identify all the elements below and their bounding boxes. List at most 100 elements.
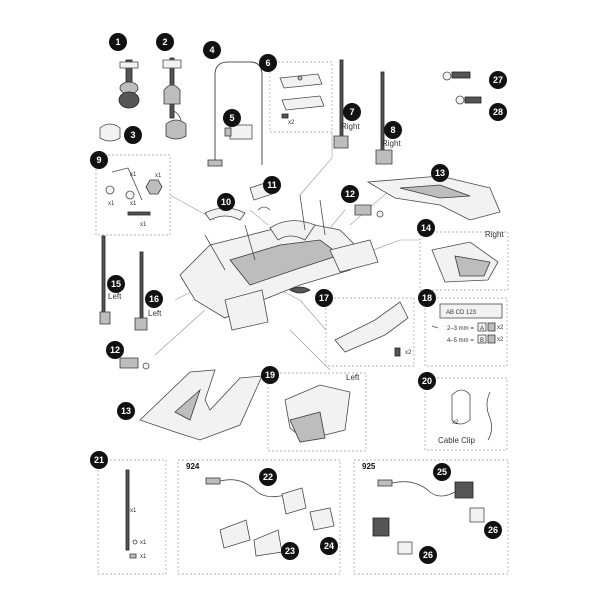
label-left-16: Left [148,309,162,318]
part-25-cable-925 [377,479,456,497]
callout-19 [261,366,279,384]
callout-11-label: 11 [267,180,277,190]
callout-5 [223,109,241,127]
kit-box-925 [353,459,509,575]
callout-12-label: 12 [345,189,355,199]
plate-text: AB CD 123 [446,310,477,316]
part-7-rod-right [333,59,349,149]
callout-26-label: 26 [488,525,498,535]
callout-13-label: 13 [435,168,445,178]
qty-21b: x1 [140,540,147,546]
callout-25-label: 25 [437,467,447,477]
plate-row-1: 2–3 mm = [447,326,474,332]
part-16-rod-left [134,251,148,331]
plate-row-2: 4–5 mm = [447,338,474,344]
callout-26 [419,546,437,564]
part-6-hardware [279,73,325,119]
callout-21-label: 21 [94,455,104,465]
callout-2 [156,33,174,51]
kit-box-6 [269,61,333,133]
callout-13-label: 13 [121,406,131,416]
kit-box-18 [424,297,508,367]
label-set-924: 924 [186,462,200,471]
callout-14 [417,219,435,237]
part-18-plate-kit [431,303,503,344]
part-27-keys [442,71,482,105]
part-4-frame [207,61,263,167]
label-left-19: Left [346,373,360,382]
callout-16-label: 16 [149,294,159,304]
kit-box-19 [267,372,367,452]
qty-9c: x1 [108,201,115,207]
kit-box-14 [419,231,509,291]
label-left-15: Left [108,292,122,301]
callout-11 [263,176,281,194]
part-12-clamp-upper [354,204,384,218]
callout-19-label: 19 [265,370,275,380]
qty-21a: x1 [130,508,137,514]
callout-23 [281,542,299,560]
kit-box-17 [325,297,415,367]
callout-21 [90,451,108,469]
callout-3 [124,126,142,144]
kit-box-21 [97,459,167,575]
callout-5-label: 5 [229,113,234,123]
callout-12 [106,341,124,359]
part-15-rod-left [99,235,111,325]
callout-18-label: 18 [422,293,432,303]
callout-26-label: 26 [423,550,433,560]
qty-20: x2 [452,420,459,426]
callout-7-label: 7 [349,107,354,117]
kit-box-924 [177,459,341,575]
label-set-925: 925 [362,462,376,471]
callout-15-label: 15 [111,279,121,289]
parts-924-housings [219,487,335,557]
part-13-wheel-tray-lower [139,369,263,441]
qty-18b: x2 [497,337,504,343]
callout-4-label: 4 [209,45,214,55]
part-13-wheel-tray-upper [366,175,501,221]
part-10-bracket [204,207,246,221]
callout-12-label: 12 [110,345,120,355]
part-2-clamp [162,57,182,129]
callout-18 [418,289,436,307]
part-21-strap [125,469,138,559]
callout-16 [145,290,163,308]
callout-22-label: 22 [263,472,273,482]
label-cable-clip: Cable Clip [438,436,475,445]
parts-925-lenses [372,481,485,555]
qty-9a: x1 [130,172,137,178]
callout-6-label: 6 [265,58,270,68]
callout-17 [315,289,333,307]
callout-27 [489,71,507,89]
callout-14-label: 14 [421,223,431,233]
label-right-14: Right [485,230,504,239]
qty-18a: x2 [497,325,504,331]
qty-21c: x1 [140,554,147,560]
callout-3-label: 3 [130,130,135,140]
part-14-lamp-right [431,241,499,283]
part-8-rod-right [375,71,393,165]
callout-28-label: 28 [493,107,503,117]
callout-8 [384,121,402,139]
callout-24-label: 24 [324,541,334,551]
callout-27-label: 27 [493,75,503,85]
callout-23-label: 23 [285,546,295,556]
qty-9d: x1 [130,201,137,207]
callout-7 [343,103,361,121]
label-right-8: Right [382,139,401,148]
callout-1 [109,33,127,51]
callout-10 [217,193,235,211]
callout-22 [259,468,277,486]
callout-13 [117,402,135,420]
part-3-caps [99,119,187,142]
callout-10-label: 10 [221,197,231,207]
callout-6 [259,54,277,72]
callout-17-label: 17 [319,293,329,303]
qty-17: x2 [405,350,412,356]
callout-12 [341,185,359,203]
callout-9 [90,151,108,169]
